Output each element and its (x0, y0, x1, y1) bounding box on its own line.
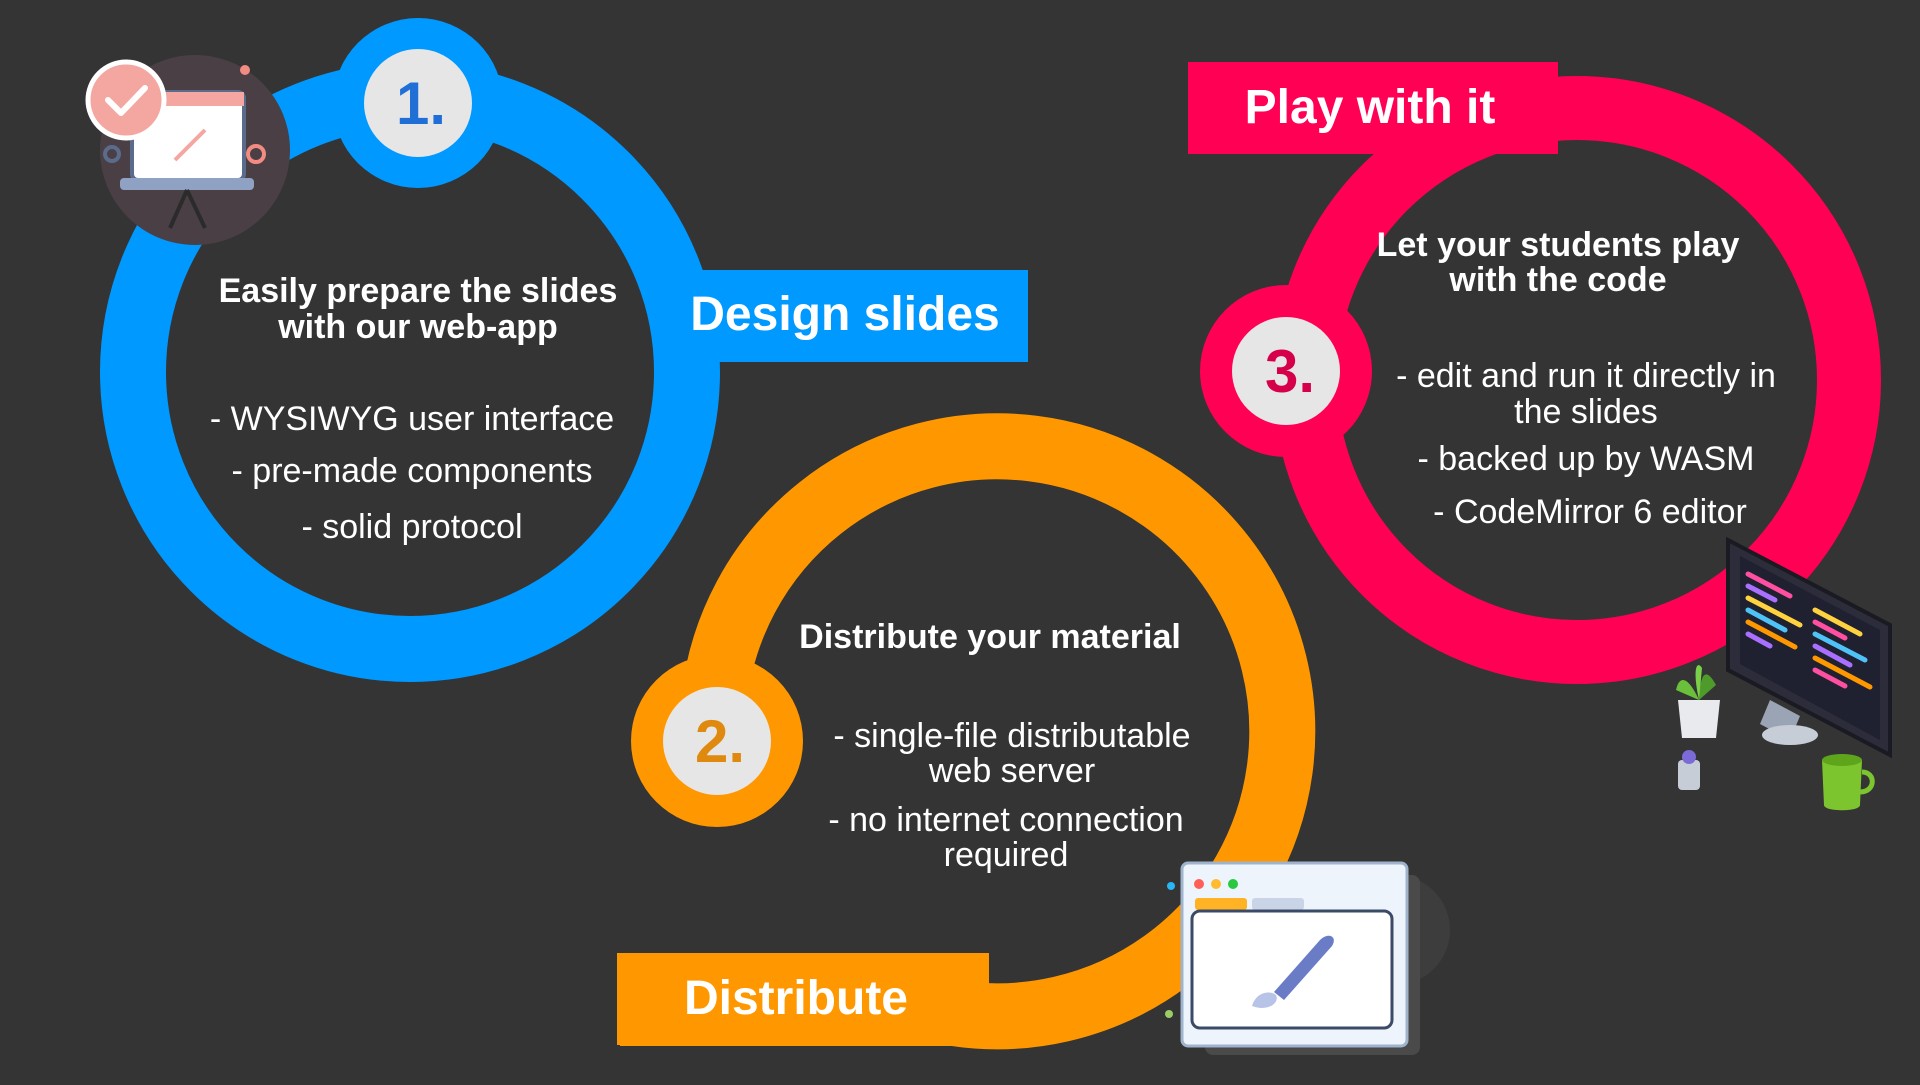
step-3-heading-line-1: Let your students play (1377, 226, 1740, 264)
presentation-board-icon (85, 55, 290, 245)
step-3-bullet-3: - backed up by WASM (1418, 440, 1755, 478)
step-1-banner-text: Design slides (690, 288, 999, 341)
step-1-bullet-1: - WYSIWYG user interface (210, 400, 614, 438)
step-1-heading-line-1: Easily prepare the slides (219, 272, 618, 310)
browser-paintbrush-icon (1165, 861, 1450, 1055)
step-1-banner (656, 270, 1028, 362)
step-3: Play with it 3. Let your students play w… (1188, 62, 1892, 811)
step-1-bullet-2: - pre-made components (232, 452, 593, 490)
step-2-banner-text: Distribute (684, 972, 908, 1025)
step-2-bullet-1: - single-file distributable (833, 717, 1190, 755)
step-3-banner (1188, 62, 1558, 154)
step-1-number: 1. (396, 70, 446, 137)
step-2-heading-line-1: Distribute your material (799, 618, 1181, 656)
step-1-heading-line-2: with our web-app (277, 308, 558, 346)
step-2-bullet-4: required (944, 836, 1069, 874)
step-1-badge (364, 49, 472, 157)
step-3-bullet-2: the slides (1514, 393, 1658, 431)
step-1: Design slides 1. Easily prepare the slid… (85, 18, 1028, 682)
step-3-banner-text: Play with it (1245, 81, 1496, 134)
step-2-number: 2. (695, 708, 745, 775)
step-2: Distribute 2. Distribute your material -… (617, 413, 1450, 1055)
step-3-bullet-4: - CodeMirror 6 editor (1433, 493, 1747, 531)
step-2-bullet-2: web server (928, 752, 1095, 790)
step-3-bullet-1: - edit and run it directly in (1396, 357, 1776, 395)
developer-monitor-icon (1676, 536, 1892, 811)
step-3-badge (1232, 317, 1340, 425)
step-2-badge (663, 687, 771, 795)
step-1-bullet-3: - solid protocol (301, 508, 522, 546)
step-2-bullet-3: - no internet connection (828, 801, 1183, 839)
step-2-ring (620, 413, 1316, 1050)
step-2-banner (617, 953, 989, 1045)
step-3-number: 3. (1265, 338, 1315, 405)
step-3-heading-line-2: with the code (1448, 261, 1666, 299)
